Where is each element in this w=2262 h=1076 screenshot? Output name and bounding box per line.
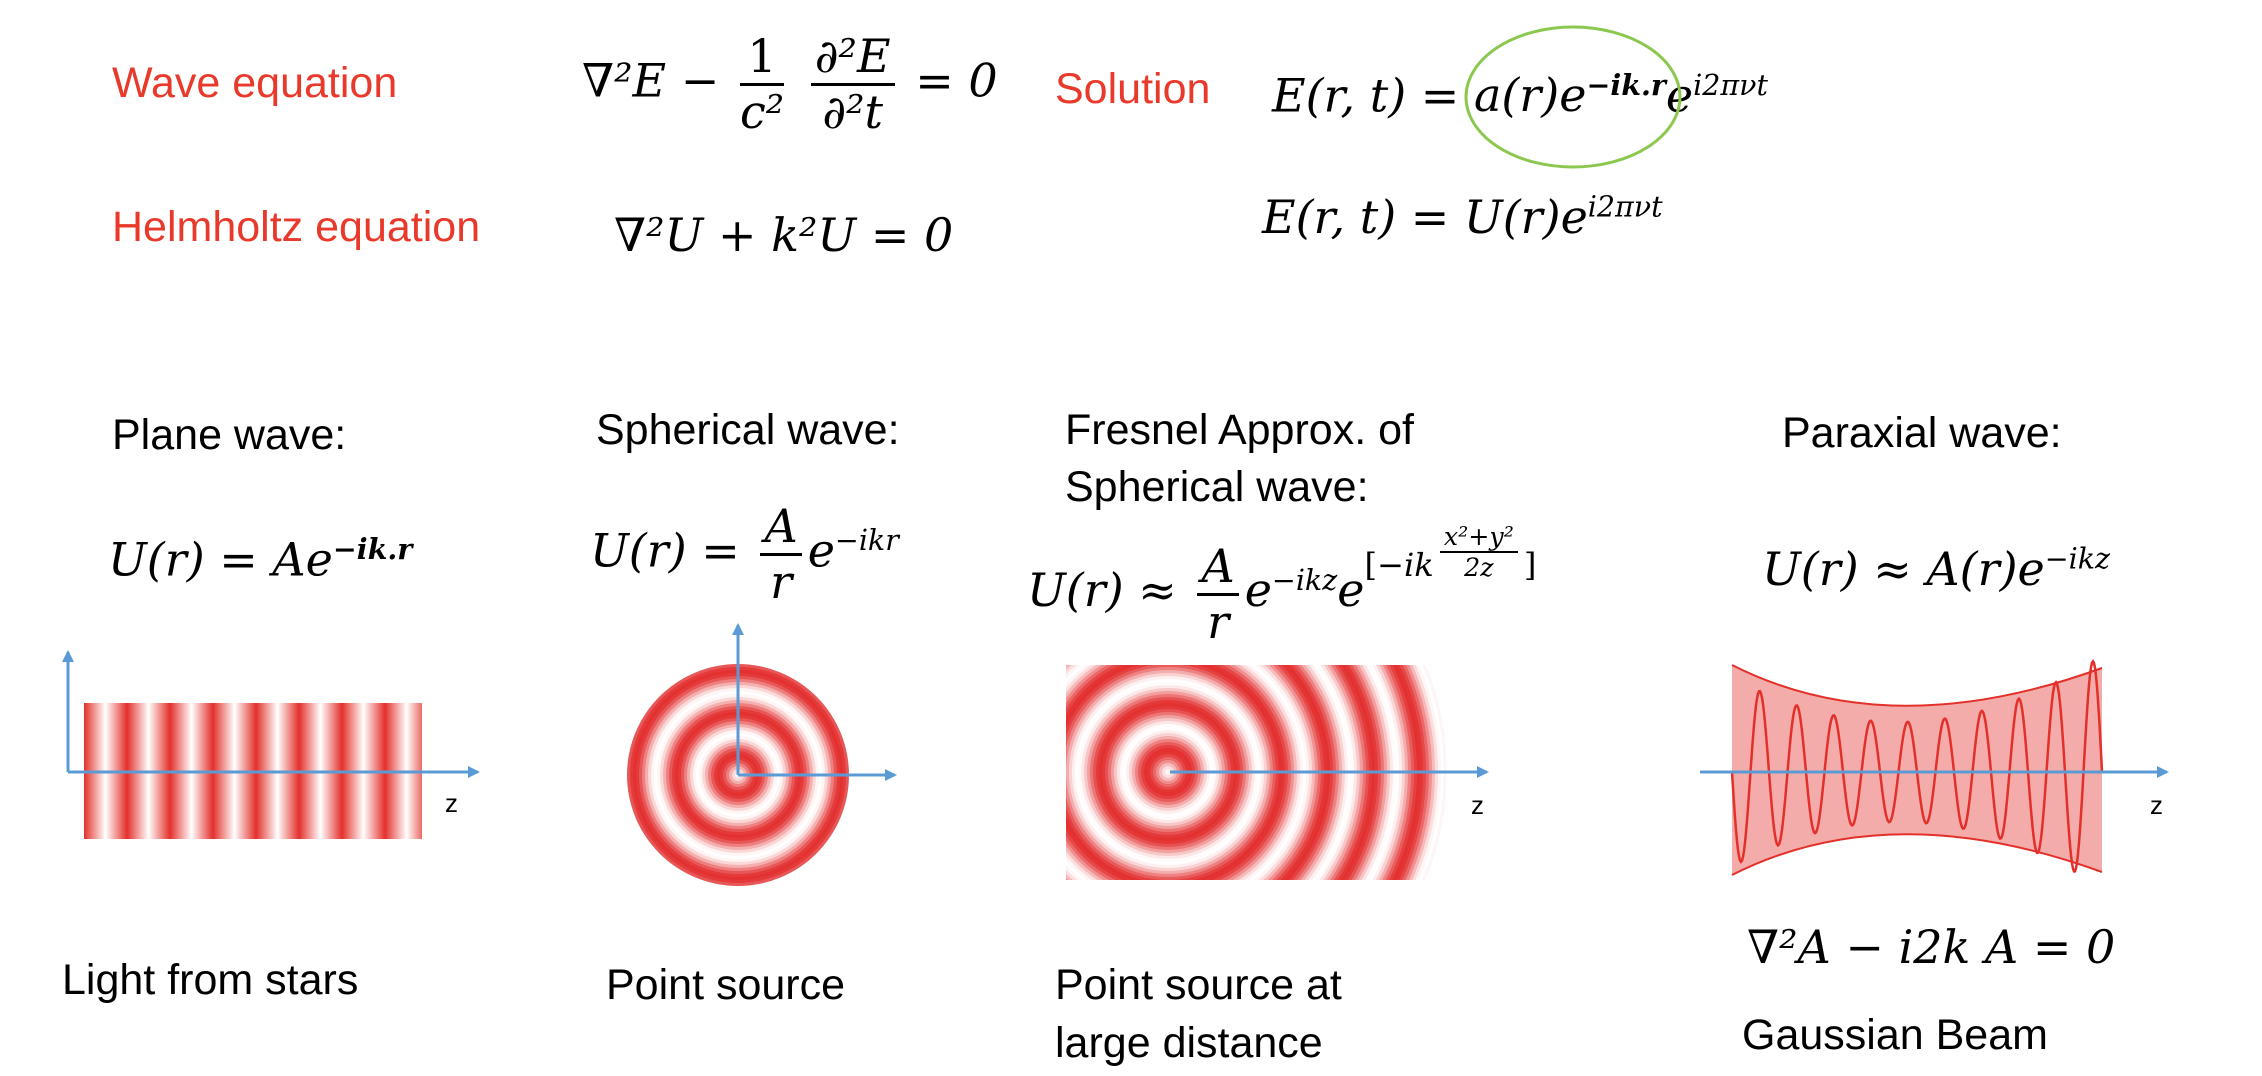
solution-eq-tail-exp: i2πνt <box>1693 69 1768 102</box>
wave-eq-frac-b-num: ∂²E <box>810 30 895 86</box>
wave-eq-frac-a-den: c² <box>739 84 785 139</box>
wave-eq-frac-a-num: 1 <box>739 30 785 86</box>
solution-eq-lhs: E(r, t) = <box>1272 68 1460 123</box>
wave-eq-frac-b: ∂²E ∂²t <box>810 30 895 139</box>
spherical-wave-equation: U(r) = A r e−ikr <box>590 499 899 609</box>
paraxial-wave-z-label: z <box>2150 790 2163 820</box>
gaussian-beam-outline-bottom <box>1731 833 2103 876</box>
fresnel-title-line2: Spherical wave: <box>1065 463 1369 511</box>
paraxial-wave-equation: U(r) ≈ A(r)e−ikz <box>1762 542 2111 596</box>
fresnel-caption-line1: Point source at <box>1055 961 1342 1009</box>
fresnel-ring <box>1165 769 1171 775</box>
solution-equation: E(r, t) = a(r)e−ik.rei2πνt <box>1272 68 1768 122</box>
helmholtz-equation-label: Helmholtz equation <box>112 203 481 251</box>
paraxial-wave-title: Paraxial wave: <box>1782 409 2062 457</box>
wave-eq-frac-b-den: ∂²t <box>822 84 884 139</box>
plane-wave-caption: Light from stars <box>62 956 359 1004</box>
solution-label: Solution <box>1055 65 1211 113</box>
gaussian-beam-outline-top <box>1731 664 2103 707</box>
fresnel-title-line1: Fresnel Approx. of <box>1065 406 1414 454</box>
wave-equation-label: Wave equation <box>112 59 398 107</box>
plane-wave-z-label: z <box>445 788 458 818</box>
plane-wave-title: Plane wave: <box>112 411 347 459</box>
paraxial-caption: Gaussian Beam <box>1742 1011 2048 1059</box>
fresnel-caption-line2: large distance <box>1055 1019 1323 1067</box>
wave-eq-rhs: = 0 <box>915 53 998 108</box>
fresnel-frac: A r <box>1197 539 1239 649</box>
spherical-frac: A r <box>760 500 802 609</box>
solution-eq2-lhs: E(r, t) = U(r)e <box>1262 190 1588 244</box>
solution-eq-circled: a(r)e−ik.r <box>1473 68 1666 123</box>
spherical-wave-caption: Point source <box>606 961 846 1009</box>
paraxial-equation-2: ∇²A − i2k A = 0 <box>1747 920 2116 974</box>
plane-wave-equation: U(r) = Ae−ik.r <box>108 532 413 587</box>
solution-eq2-exp: i2πνt <box>1587 190 1663 224</box>
solution-equation-2: E(r, t) = U(r)ei2πνt <box>1262 190 1663 244</box>
wave-eq-lhs: ∇²E − <box>582 53 720 108</box>
wave-equation: ∇²E − 1 c² ∂²E ∂²t = 0 <box>582 30 998 139</box>
wave-eq-frac-a: 1 c² <box>739 30 785 139</box>
helmholtz-equation: ∇²U + k²U = 0 <box>614 208 954 262</box>
highlight-circle <box>1464 25 1682 169</box>
spherical-wave-title: Spherical wave: <box>596 406 900 454</box>
fresnel-wave-z-label: z <box>1471 790 1484 820</box>
